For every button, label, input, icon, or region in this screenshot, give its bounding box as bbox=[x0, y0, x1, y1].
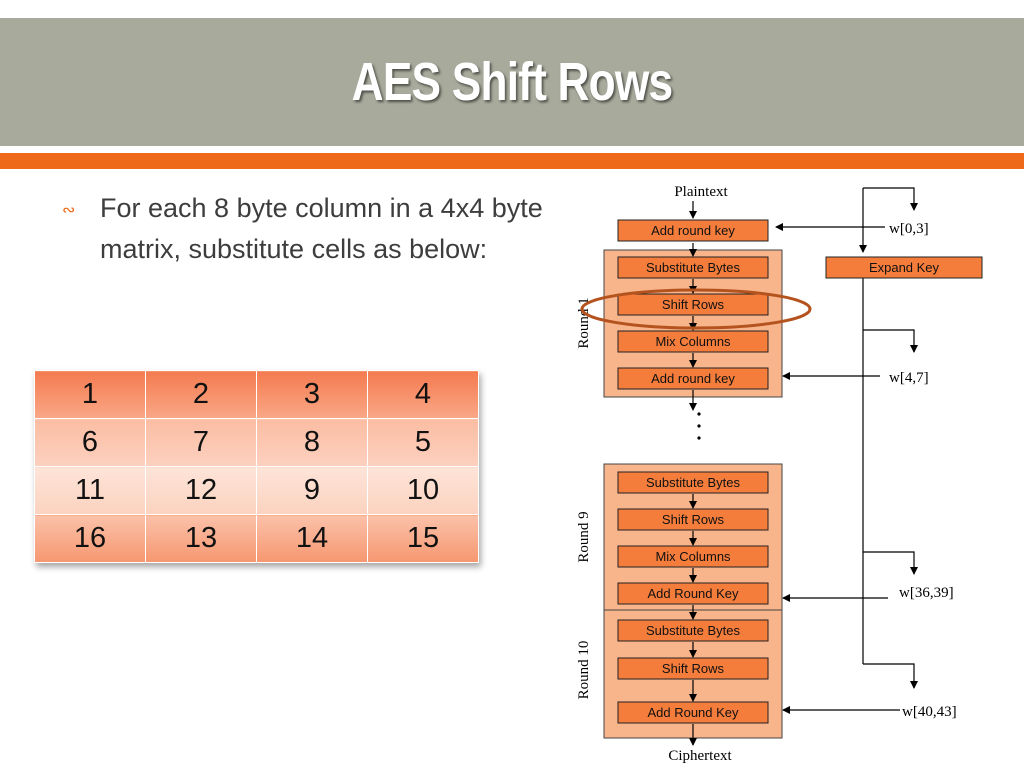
table-row: 16 13 14 15 bbox=[34, 514, 479, 563]
round1-mix-columns-label: Mix Columns bbox=[655, 334, 731, 349]
table-row: 1 2 3 4 bbox=[34, 370, 479, 419]
round1-shift-rows-box bbox=[617, 293, 769, 316]
table-cell: 7 bbox=[145, 418, 257, 467]
table-cell: 5 bbox=[367, 418, 479, 467]
round1-label: Round 1 bbox=[576, 297, 592, 348]
initial-add-round-key-label: Add round key bbox=[651, 223, 735, 238]
round1-add-round-key-box bbox=[617, 367, 769, 390]
table-cell: 1 bbox=[34, 370, 146, 419]
table-cell: 2 bbox=[145, 370, 257, 419]
accent-bar bbox=[0, 153, 1024, 169]
round10-substitute-bytes-box bbox=[617, 619, 769, 642]
plaintext-label: Plaintext bbox=[674, 184, 728, 200]
key-label-w36-39: w[36,39] bbox=[899, 585, 954, 601]
round9-label: Round 9 bbox=[576, 511, 592, 562]
table-cell: 6 bbox=[34, 418, 146, 467]
shift-rows-table: 1 2 3 4 6 7 8 5 11 12 9 10 16 13 14 15 bbox=[34, 370, 479, 563]
table-cell: 8 bbox=[256, 418, 368, 467]
round9-mix-columns-box bbox=[617, 545, 769, 568]
round1-mix-columns-box bbox=[617, 330, 769, 353]
slide-title: AES Shift Rows bbox=[351, 52, 673, 112]
expand-key-box bbox=[825, 256, 983, 279]
round10-substitute-bytes-label: Substitute Bytes bbox=[646, 623, 740, 638]
round10-add-round-key-label: Add Round Key bbox=[647, 705, 739, 720]
round10-shift-rows-label: Shift Rows bbox=[662, 661, 725, 676]
table-cell: 3 bbox=[256, 370, 368, 419]
table-row: 11 12 9 10 bbox=[34, 466, 479, 515]
table-cell: 16 bbox=[34, 514, 146, 563]
bullet-icon: ∾ bbox=[62, 200, 76, 219]
round9-add-round-key-box bbox=[617, 582, 769, 605]
key-label-w4-7: w[4,7] bbox=[889, 370, 929, 386]
round9-mix-columns-label: Mix Columns bbox=[655, 549, 731, 564]
round9-shift-rows-box bbox=[617, 508, 769, 531]
round9-substitute-bytes-box bbox=[617, 471, 769, 494]
round10-shift-rows-box bbox=[617, 657, 769, 680]
round9-shift-rows-label: Shift Rows bbox=[662, 512, 725, 527]
title-bar bbox=[0, 18, 1024, 146]
ciphertext-label: Ciphertext bbox=[668, 748, 732, 764]
table-row: 6 7 8 5 bbox=[34, 418, 479, 467]
shift-rows-highlight-ellipse bbox=[580, 288, 812, 330]
ellipsis-dots bbox=[697, 412, 701, 440]
round10-add-round-key-box bbox=[617, 701, 769, 724]
round1-substitute-bytes-label: Substitute Bytes bbox=[646, 260, 740, 275]
round9-add-round-key-label: Add Round Key bbox=[647, 586, 739, 601]
table-cell: 4 bbox=[367, 370, 479, 419]
table-cell: 9 bbox=[256, 466, 368, 515]
initial-add-round-key-box bbox=[617, 219, 769, 242]
key-schedule-lines bbox=[775, 187, 918, 714]
table-cell: 12 bbox=[145, 466, 257, 515]
expand-key-label: Expand Key bbox=[869, 260, 940, 275]
round1-substitute-bytes-box bbox=[617, 256, 769, 279]
table-cell: 15 bbox=[367, 514, 479, 563]
round10-label: Round 10 bbox=[576, 641, 592, 700]
round1-shift-rows-label: Shift Rows bbox=[662, 297, 725, 312]
bullet-text: For each 8 byte column in a 4x4 byte mat… bbox=[100, 193, 543, 264]
key-label-w0-3: w[0,3] bbox=[889, 221, 929, 237]
table-cell: 10 bbox=[367, 466, 479, 515]
key-label-w40-43: w[40,43] bbox=[902, 704, 957, 720]
table-cell: 11 bbox=[34, 466, 146, 515]
round9-substitute-bytes-label: Substitute Bytes bbox=[646, 475, 740, 490]
round1-add-round-key-label: Add round key bbox=[651, 371, 735, 386]
table-cell: 13 bbox=[145, 514, 257, 563]
table-cell: 14 bbox=[256, 514, 368, 563]
